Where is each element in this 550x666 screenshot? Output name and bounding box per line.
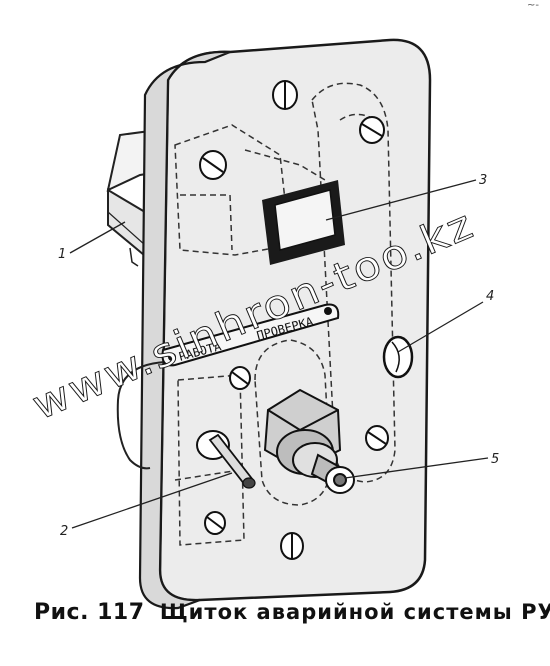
screw-upper-left <box>199 150 227 180</box>
screw-upper-right <box>359 116 385 144</box>
callout-5: 5 <box>491 452 499 467</box>
leader-1 <box>69 221 126 254</box>
wire-loop <box>116 361 166 470</box>
screw-bottom <box>280 532 304 560</box>
callout-1: 1 <box>58 247 66 262</box>
screw-top <box>272 80 298 110</box>
leader-3 <box>325 179 477 221</box>
corner-mark: ~- <box>527 0 539 11</box>
callout-3: 3 <box>479 173 487 188</box>
screw-lower-right <box>365 425 389 451</box>
callout-4: 4 <box>486 289 494 304</box>
figure-title: Щиток аварийной системы РУ <box>159 600 550 624</box>
figure-number: Рис. 117 <box>34 600 145 625</box>
leader-4 <box>397 301 484 353</box>
screw-lower-left <box>204 511 226 535</box>
screw-mid-left <box>229 366 251 390</box>
indicator-window <box>262 180 345 265</box>
screws <box>199 80 389 560</box>
leader-5 <box>344 457 489 479</box>
toggle-switch <box>196 430 256 489</box>
oval-aperture <box>382 335 414 379</box>
rotary-switch <box>263 388 355 494</box>
callout-2: 2 <box>60 524 68 539</box>
callouts <box>69 179 489 529</box>
figure-caption: Рис. 117 Щиток аварийной системы РУ <box>34 600 550 625</box>
leader-2 <box>71 472 233 529</box>
